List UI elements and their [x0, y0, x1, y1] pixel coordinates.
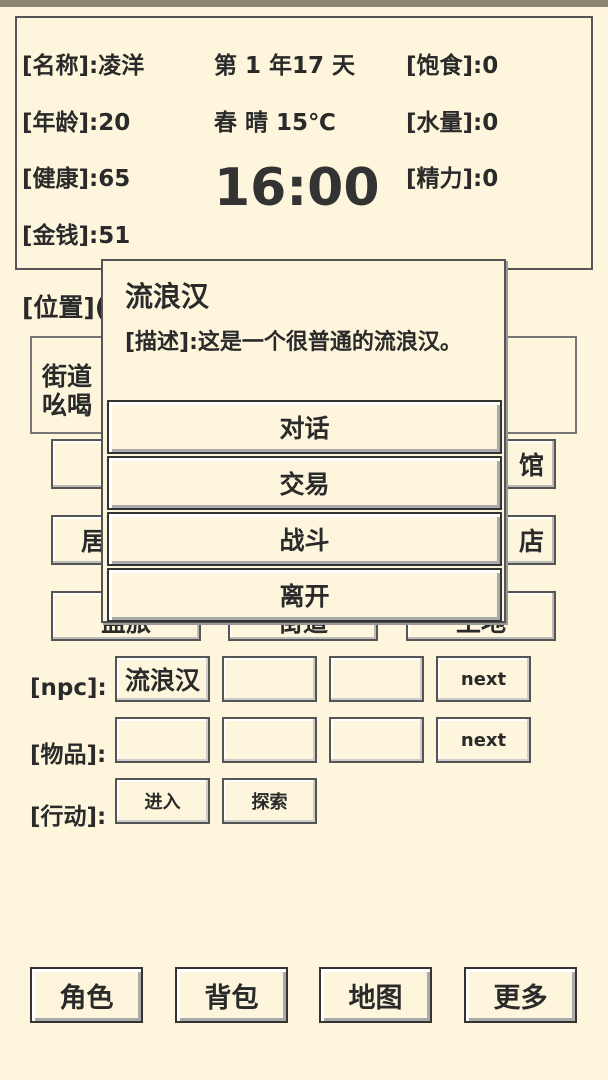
- location-label: [位置](: [22, 293, 107, 322]
- trade-button[interactable]: 交易: [107, 456, 502, 510]
- stat-age: [年龄]:20: [22, 110, 131, 136]
- npc-slot-1[interactable]: 流浪汉: [115, 656, 210, 702]
- npc-slot-3[interactable]: [329, 656, 424, 702]
- stat-health: [健康]:65: [22, 166, 131, 192]
- nav-more-button[interactable]: 更多: [464, 967, 577, 1023]
- items-next-button[interactable]: next: [436, 717, 531, 763]
- top-bar: [0, 0, 608, 7]
- stat-satiety: [饱食]:0: [406, 53, 499, 79]
- item-slot-1[interactable]: [115, 717, 210, 763]
- npc-popup-dialog: 流浪汉 [描述]:这是一个很普通的流浪汉。 对话 交易 战斗 离开: [101, 259, 506, 623]
- stat-money: [金钱]:51: [22, 223, 131, 249]
- actions-row-label: [行动]:: [30, 804, 107, 830]
- nav-map-button[interactable]: 地图: [319, 967, 432, 1023]
- fight-button[interactable]: 战斗: [107, 512, 502, 566]
- stat-name: [名称]:凌洋: [22, 53, 145, 79]
- popup-title: 流浪汉: [125, 280, 210, 313]
- item-slot-2[interactable]: [222, 717, 317, 763]
- nav-character-button[interactable]: 角色: [30, 967, 143, 1023]
- stat-energy: [精力]:0: [406, 166, 499, 192]
- explore-action-button[interactable]: 探索: [222, 778, 317, 824]
- status-panel: [名称]:凌洋 [年龄]:20 [健康]:65 [金钱]:51 第 1 年17 …: [15, 16, 593, 270]
- npc-next-button[interactable]: next: [436, 656, 531, 702]
- popup-description: [描述]:这是一个很普通的流浪汉。: [125, 330, 462, 355]
- nav-backpack-button[interactable]: 背包: [175, 967, 288, 1023]
- leave-button[interactable]: 离开: [107, 568, 502, 622]
- enter-action-button[interactable]: 进入: [115, 778, 210, 824]
- weather-temp: 春 晴 15℃: [214, 110, 336, 136]
- npc-row-label: [npc]:: [30, 675, 107, 701]
- npc-slot-2[interactable]: [222, 656, 317, 702]
- game-date: 第 1 年17 天: [214, 53, 356, 79]
- game-clock: 16:00: [214, 158, 380, 218]
- stat-water: [水量]:0: [406, 110, 499, 136]
- items-row-label: [物品]:: [30, 742, 107, 768]
- item-slot-3[interactable]: [329, 717, 424, 763]
- talk-button[interactable]: 对话: [107, 400, 502, 454]
